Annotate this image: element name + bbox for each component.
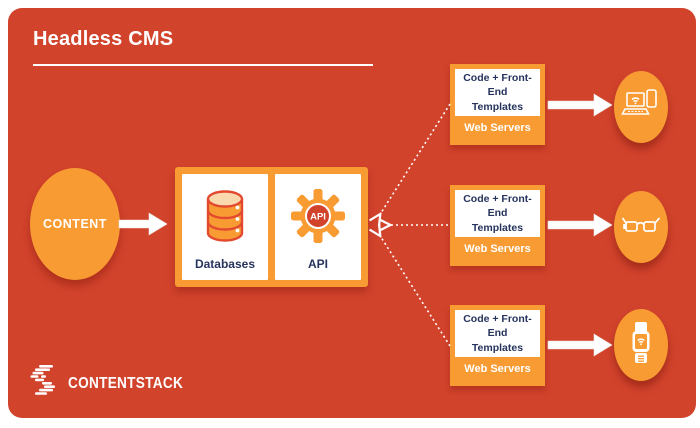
contentstack-logo-icon xyxy=(30,365,60,402)
databases-panel: Databases xyxy=(182,174,268,280)
api-badge-text: API xyxy=(310,211,326,222)
web-servers-label-3: Web Servers xyxy=(464,363,531,375)
web-servers-label-1: Web Servers xyxy=(464,122,531,134)
code-templates-line1: Code + Front-End xyxy=(463,313,532,340)
code-templates-panel-2: Code + Front-End Templates xyxy=(455,190,540,237)
api-panel: API API xyxy=(275,174,361,280)
code-templates-panel-3: Code + Front-End Templates xyxy=(455,310,540,357)
content-node-label: CONTENT xyxy=(43,217,107,231)
smartwatch-icon xyxy=(627,321,655,370)
title-underline xyxy=(33,64,373,66)
code-templates-line2: Templates xyxy=(471,341,524,354)
code-templates-line1: Code + Front-End xyxy=(463,193,532,220)
contentstack-logo-text: CONTENTSTACK xyxy=(68,374,184,392)
web-server-box-1: Code + Front-End Templates Web Servers xyxy=(450,64,545,145)
device-node-laptop xyxy=(614,71,668,143)
laptop-and-mobile-icon xyxy=(621,87,661,128)
contentstack-logo: CONTENTSTACK xyxy=(30,365,199,402)
web-servers-label-2: Web Servers xyxy=(464,243,531,255)
page-title: Headless CMS xyxy=(33,28,174,50)
code-templates-panel-1: Code + Front-End Templates xyxy=(455,69,540,116)
api-gear-icon: API xyxy=(290,174,346,257)
content-node: CONTENT xyxy=(30,168,120,280)
database-icon xyxy=(202,174,248,257)
web-server-box-3: Code + Front-End Templates Web Servers xyxy=(450,305,545,386)
api-label: API xyxy=(307,257,328,271)
web-server-box-2: Code + Front-End Templates Web Servers xyxy=(450,185,545,266)
device-node-smartwatch xyxy=(614,309,668,381)
code-templates-line2: Templates xyxy=(471,221,524,234)
code-templates-line1: Code + Front-End xyxy=(463,72,532,99)
device-node-glasses xyxy=(614,191,668,263)
smart-glasses-icon xyxy=(621,212,661,243)
code-templates-line2: Templates xyxy=(471,100,524,113)
cms-core-box: Databases xyxy=(175,167,368,287)
databases-label: Databases xyxy=(194,257,256,271)
